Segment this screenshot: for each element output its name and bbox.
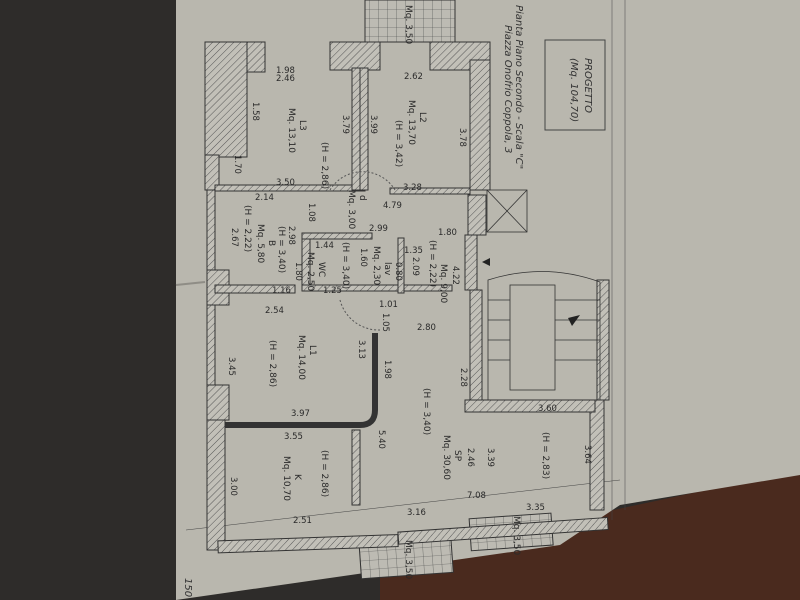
dimension-label: 2.54	[265, 306, 284, 316]
room-L1-name: L1	[307, 345, 317, 356]
room-SP-height: (H = 3,40)	[421, 388, 431, 435]
dimension-label: 3.00	[228, 477, 238, 496]
dimension-label: 2.28	[458, 368, 468, 387]
room-WC-name: WC	[316, 262, 326, 277]
room-L3-name: L3	[297, 120, 307, 131]
dimension-label: 2.80	[417, 323, 436, 333]
border-line	[185, 479, 621, 531]
dimension-label: 3.78	[457, 128, 467, 147]
dimension-label: 1.70	[232, 155, 242, 174]
dimension-label: 2.46	[465, 448, 475, 467]
dimension-label: 0.80	[393, 262, 403, 281]
shaft	[486, 189, 528, 233]
dimension-label: 7.08	[467, 491, 486, 501]
dimension-label: 2.67	[229, 228, 239, 247]
dimension-label: 1.80	[293, 262, 303, 281]
dimension-label: 3.99	[368, 115, 378, 134]
room-WC-area: Mq. 2,50	[305, 252, 315, 292]
project-area: (Mq. 104,70)	[568, 58, 579, 122]
room-K-height: (H = 2,86)	[319, 450, 329, 497]
room-L3-area: Mq. 13,10	[286, 108, 296, 153]
room-d-name: d	[357, 195, 367, 201]
dimension-label: 3.39	[485, 448, 495, 467]
title-box	[544, 39, 606, 131]
room-B-height2: (H = 3,40)	[276, 226, 286, 273]
dimension-label: 2.46	[276, 74, 295, 84]
dimension-label: 2.51	[293, 516, 312, 526]
room-lav-area: Mq. 2,30	[371, 246, 381, 286]
corridor-area: Mq. 9,00	[438, 264, 448, 304]
balcony-area: Mq. 3,50	[403, 540, 413, 580]
room-labels: L3 Mq. 13,10 (H = 2,86) L2 Mq. 13,70 (H …	[242, 5, 550, 580]
room-L2-height: (H = 3,42)	[393, 120, 403, 167]
dimension-label: 1.01	[379, 300, 398, 310]
dimension-label: 1.60	[358, 248, 368, 267]
right-room-height: (H = 2,83)	[540, 432, 550, 479]
plan-address: Piazza Onofrio Coppola, 3	[502, 25, 513, 153]
partitions	[214, 67, 471, 506]
dimension-label: 3.45	[226, 357, 236, 376]
project-label: PROGETTO	[582, 58, 593, 113]
room-B-name: B	[266, 240, 276, 246]
dimension-label: 1.98	[382, 360, 392, 379]
room-L2-name: L2	[417, 112, 427, 123]
dimension-label: 3.79	[340, 115, 350, 134]
plan-subtitle: Pianta Piano Secondo - Scala "C"	[513, 5, 524, 169]
dimension-label: 2.99	[369, 224, 388, 234]
dimension-label: 3.50	[276, 178, 295, 188]
room-SP-name: SP	[452, 450, 462, 462]
door-swing	[339, 299, 381, 331]
dimension-label: 1.35	[404, 246, 423, 256]
dimension-label: 3.64	[582, 445, 592, 464]
dimension-label: 3.97	[291, 409, 310, 419]
dimension-label: 2.62	[404, 72, 423, 82]
dimension-label: 2.09	[410, 257, 420, 276]
staircase	[487, 271, 601, 401]
room-K-name: K	[292, 474, 302, 481]
room-d-area: Mq. 3,00	[346, 190, 356, 230]
dimension-label: 3.16	[407, 508, 426, 518]
dimension-label: 2.98	[286, 226, 296, 245]
dimension-label: 1.98	[276, 66, 295, 76]
dimension-label: 2.14	[255, 193, 274, 203]
dimension-label: 1.05	[380, 313, 390, 332]
room-L2-area: Mq. 13,70	[406, 100, 416, 145]
dimension-label: 3.55	[284, 432, 303, 442]
balcony-area: Mq. 3,50	[403, 5, 413, 45]
title-block: PROGETTO (Mq. 104,70)	[568, 58, 593, 122]
balcony-top	[364, 0, 456, 43]
room-B-area: Mq. 5,80	[255, 224, 265, 264]
dimension-label: 3.35	[526, 503, 545, 513]
room-lav-name: lav	[382, 262, 392, 276]
room-WC-height: (H = 3,40)	[340, 242, 350, 289]
corridor-height: (H = 2,22)	[427, 240, 437, 287]
dimension-label: 5.40	[376, 430, 386, 449]
table-surface	[380, 470, 800, 600]
dimension-label: 1.80	[438, 228, 457, 238]
balcony-area: Mq. 3,50	[511, 516, 521, 556]
dimension-label: 1.16	[272, 286, 291, 296]
dimension-label: 1.58	[250, 102, 260, 121]
room-SP-area: Mq. 30,60	[441, 435, 451, 480]
page-fold	[175, 281, 206, 286]
dimension-label: 1.44	[315, 241, 334, 251]
page-number: 150	[182, 578, 193, 597]
dimension-label: 3.60	[538, 404, 557, 414]
door-swing	[329, 171, 396, 191]
dimension-label: 3.13	[356, 340, 366, 359]
room-L1-area: Mq. 14,00	[296, 335, 306, 380]
dimension-label: 3.28	[403, 183, 422, 193]
dimension-label: 4.79	[383, 201, 402, 211]
dimension-label: 1.25	[323, 286, 342, 296]
room-L3-height: (H = 2,86)	[319, 142, 329, 189]
room-K-area: Mq. 10,70	[281, 456, 291, 501]
room-B-height: (H = 2,22)	[242, 205, 252, 252]
room-L1-height: (H = 2,86)	[267, 340, 277, 387]
entrance-arrow-icon	[482, 258, 490, 266]
dimension-label: 1.08	[306, 203, 316, 222]
dimension-label: 4.22	[450, 266, 460, 285]
